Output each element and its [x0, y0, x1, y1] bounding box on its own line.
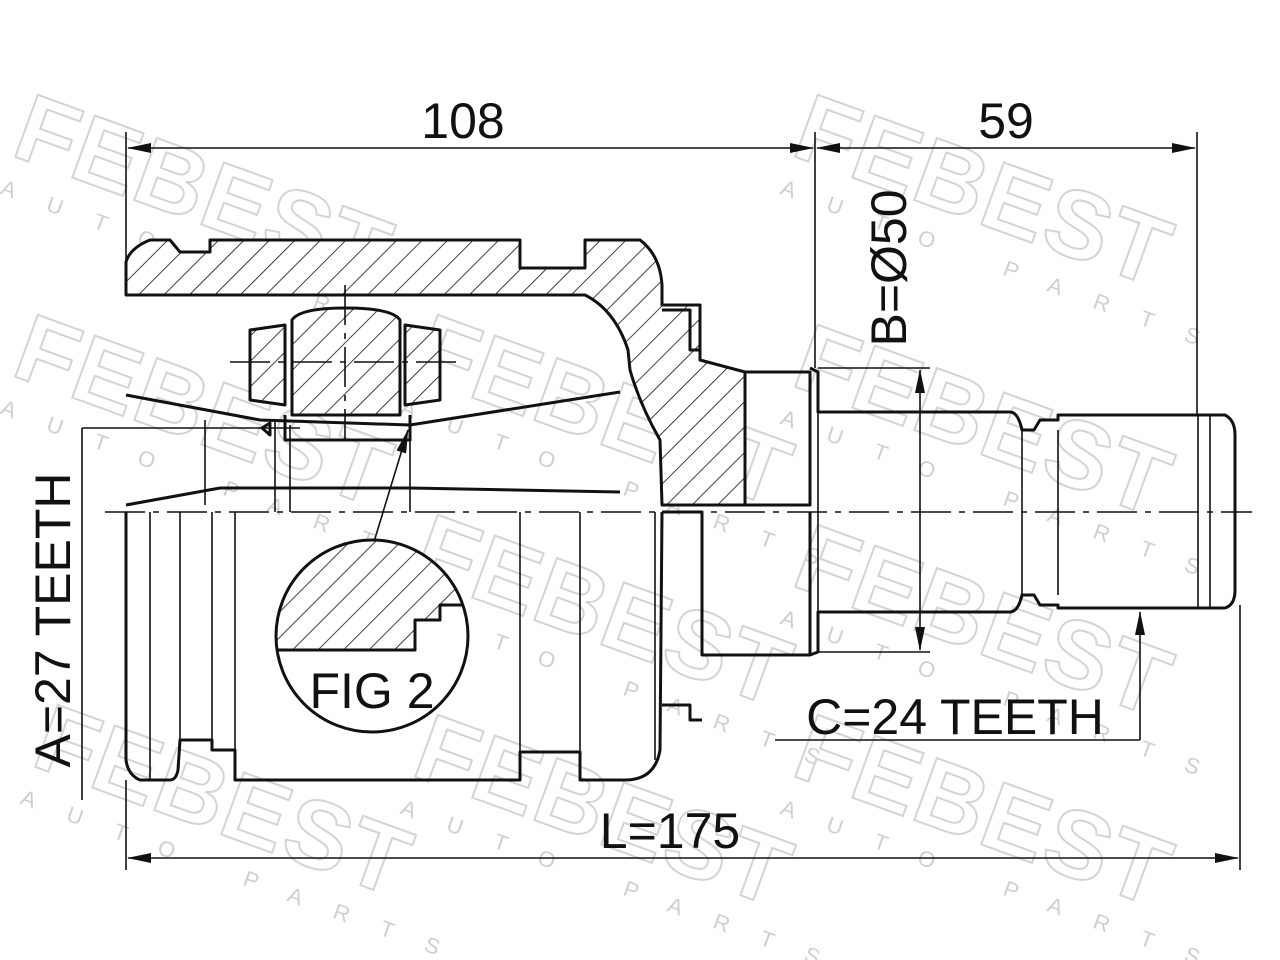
fig2-detail: FIG 2	[274, 429, 470, 734]
dimension-lines	[81, 143, 1239, 863]
total-length-label: L=175	[600, 803, 740, 859]
fig2-leader-line	[369, 429, 409, 556]
fig2-label: FIG 2	[309, 663, 434, 719]
extension-lines	[82, 132, 1241, 870]
shaft-length-label: 59	[978, 93, 1034, 149]
housing-length-label: 108	[421, 93, 504, 149]
shaft-diameter-label: B=Ø50	[861, 189, 917, 346]
outer-spline-label: C=24 TEETH	[806, 689, 1104, 745]
tripod-assembly	[230, 285, 460, 442]
inner-bore	[125, 390, 621, 512]
housing-section	[124, 238, 812, 507]
inner-spline-label: A=27 TEETH	[25, 472, 81, 767]
fig2-circle	[274, 538, 470, 734]
